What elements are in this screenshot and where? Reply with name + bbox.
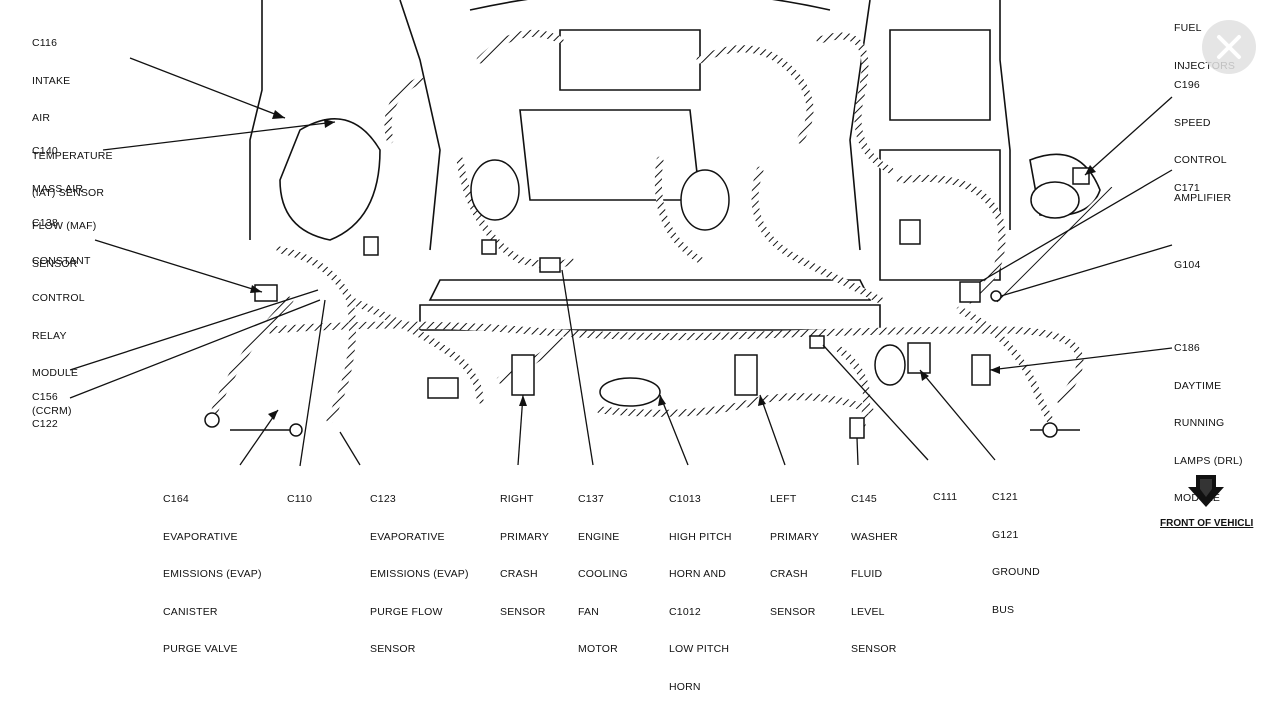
label-line: C122	[32, 418, 58, 430]
label-line: C196	[1174, 79, 1200, 91]
close-button[interactable]	[1202, 20, 1256, 74]
label-line: RELAY	[32, 329, 67, 342]
label-c145-washer-fluid: C145 WASHER FLUID LEVEL SENSOR	[851, 468, 898, 668]
label-c196-speed-control: C196 SPEED CONTROL AMPLIFIER	[1174, 54, 1231, 217]
label-c156: C156	[32, 366, 58, 416]
label-line: MOTOR	[578, 643, 618, 655]
label-line: HORN	[669, 680, 701, 693]
label-c122: C122	[32, 393, 58, 443]
label-line: SENSOR	[851, 643, 897, 655]
label-line: FAN	[578, 605, 600, 618]
leader-lines	[69, 57, 1173, 467]
label-line: C156	[32, 391, 58, 403]
label-line: EMISSIONS (EVAP)	[370, 568, 469, 580]
label-line: FLOW (MAF)	[32, 220, 97, 232]
label-line: RIGHT	[500, 493, 534, 505]
label-c116-iat-sensor: C116 INTAKE AIR TEMPERATURE (IAT) SENSOR	[32, 12, 113, 212]
label-line: C110	[287, 493, 313, 505]
label-line: C121	[992, 491, 1018, 503]
label-right-primary-crash-sensor: RIGHT PRIMARY CRASH SENSOR	[500, 468, 549, 631]
label-line: HIGH PITCH	[669, 530, 732, 543]
label-line: GROUND	[992, 566, 1040, 578]
label-line: AIR	[32, 112, 51, 124]
label-line: CONTROL	[32, 292, 85, 304]
label-left-primary-crash-sensor: LEFT PRIMARY CRASH SENSOR	[770, 468, 819, 631]
label-line: BUS	[992, 603, 1015, 616]
label-c1013-horns: C1013 HIGH PITCH HORN AND C1012 LOW PITC…	[669, 468, 732, 706]
label-line: C137	[578, 493, 604, 505]
engine-wiring-diagram	[69, 0, 1173, 467]
label-line: C164	[163, 493, 189, 505]
label-line: SENSOR	[32, 257, 78, 270]
label-c111: C111	[933, 466, 957, 516]
label-line: LOW PITCH	[669, 643, 730, 655]
label-line: RUNNING	[1174, 417, 1225, 429]
label-line: C1013	[669, 493, 701, 505]
label-line: CRASH	[500, 568, 538, 580]
label-line: SPEED	[1174, 116, 1211, 129]
label-line: ENGINE	[578, 530, 620, 543]
label-c121-ground-bus: C121 G121 GROUND BUS	[992, 466, 1040, 629]
label-line: SENSOR	[770, 605, 816, 618]
label-line: COOLING	[578, 568, 628, 580]
label-line: AMPLIFIER	[1174, 191, 1232, 204]
label-line: C145	[851, 493, 877, 505]
label-line: HORN AND	[669, 568, 727, 580]
label-line: CRASH	[770, 568, 808, 580]
label-line: C138	[32, 217, 58, 229]
label-line: INTAKE	[32, 74, 71, 87]
label-c140-maf-sensor: C140 MASS AIR FLOW (MAF) SENSOR	[32, 120, 96, 283]
label-line: C111	[933, 491, 958, 503]
label-c110: C110	[287, 468, 312, 518]
label-line: CONTROL	[1174, 154, 1227, 166]
label-line: FUEL	[1174, 22, 1202, 34]
label-c171: C171	[1174, 157, 1200, 207]
label-line: PURGE VALVE	[163, 643, 238, 655]
label-line: LEVEL	[851, 605, 885, 618]
label-line: C186	[1174, 342, 1200, 354]
label-line: WASHER	[851, 530, 898, 543]
label-line: FLUID	[851, 568, 883, 580]
label-line: EVAPORATIVE	[163, 530, 238, 543]
label-line: C123	[370, 493, 396, 505]
label-c138-ccrm: C138 CONSTANT CONTROL RELAY MODULE (CCRM…	[32, 192, 91, 430]
label-line: (CCRM)	[32, 404, 72, 417]
label-line: MASS AIR	[32, 182, 84, 195]
label-line: SENSOR	[370, 643, 416, 655]
label-line: C140	[32, 145, 58, 157]
label-line: DAYTIME	[1174, 379, 1222, 392]
label-line: C1012	[669, 605, 701, 618]
label-line: PRIMARY	[500, 530, 550, 543]
label-c123-evap-flow-sensor: C123 EVAPORATIVE EMISSIONS (EVAP) PURGE …	[370, 468, 469, 668]
label-line: CONSTANT	[32, 254, 91, 267]
label-line: PRIMARY	[770, 530, 820, 543]
label-line: MODULE	[32, 367, 79, 379]
label-line: LAMPS (DRL)	[1174, 454, 1243, 467]
label-line: PURGE FLOW	[370, 605, 443, 618]
label-line: G104	[1174, 259, 1201, 271]
close-icon	[1217, 35, 1241, 59]
label-line: EMISSIONS (EVAP)	[163, 568, 262, 580]
label-line: TEMPERATURE	[32, 149, 113, 162]
label-line: EVAPORATIVE	[370, 530, 445, 543]
label-line: LEFT	[770, 493, 797, 505]
label-c164-evap-purge-valve: C164 EVAPORATIVE EMISSIONS (EVAP) CANIST…	[163, 468, 262, 668]
front-of-vehicle-label: FRONT OF VEHICLI	[1160, 518, 1254, 529]
label-line: CANISTER	[163, 605, 218, 618]
label-g104: G104	[1174, 234, 1201, 284]
label-line: G121	[992, 528, 1019, 541]
label-line: C171	[1174, 182, 1200, 194]
label-line: SENSOR	[500, 605, 546, 618]
front-arrow-icon	[1188, 475, 1224, 507]
label-line: C116	[32, 37, 58, 49]
leader-arrowheads	[250, 110, 1096, 420]
components	[204, 159, 1090, 439]
label-c137-cooling-fan: C137 ENGINE COOLING FAN MOTOR	[578, 468, 628, 668]
label-line: (IAT) SENSOR	[32, 187, 105, 199]
